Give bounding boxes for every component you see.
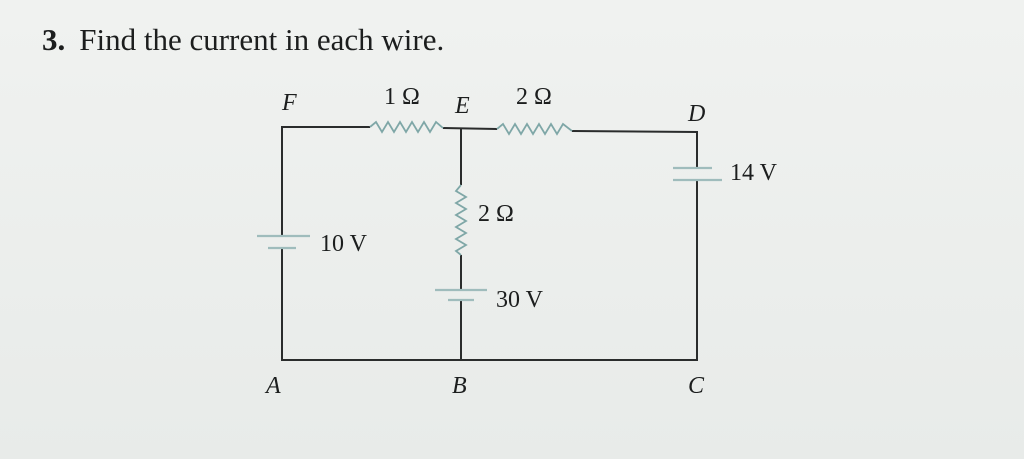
wire-af — [281, 126, 370, 235]
battery-label-dc: 14 V — [730, 160, 778, 186]
resistor-label-eb: 2 Ω — [478, 201, 514, 227]
question-number: 3. — [42, 22, 66, 57]
node-label-a: A — [264, 373, 281, 399]
resistor-label-fe: 1 Ω — [384, 84, 420, 110]
node-label-c: C — [688, 373, 705, 399]
wire-dc — [461, 180, 698, 361]
resistor-fe — [369, 120, 444, 134]
wire-fe-e — [442, 127, 498, 130]
wire-d — [571, 130, 698, 168]
node-label-b: B — [452, 373, 467, 399]
question-text: Find the current in each wire. — [79, 22, 445, 57]
resistor-eb — [454, 184, 468, 256]
node-label-f: F — [281, 90, 297, 116]
node-label-e: E — [454, 93, 470, 119]
resistor-ed — [496, 122, 573, 136]
resistor-label-ed: 2 Ω — [516, 84, 552, 110]
wire-a-left — [281, 248, 461, 361]
question: 3. Find the current in each wire. — [42, 22, 444, 58]
node-label-d: D — [687, 101, 705, 127]
battery-label-eb: 30 V — [496, 287, 544, 313]
battery-label-af: 10 V — [320, 231, 368, 257]
